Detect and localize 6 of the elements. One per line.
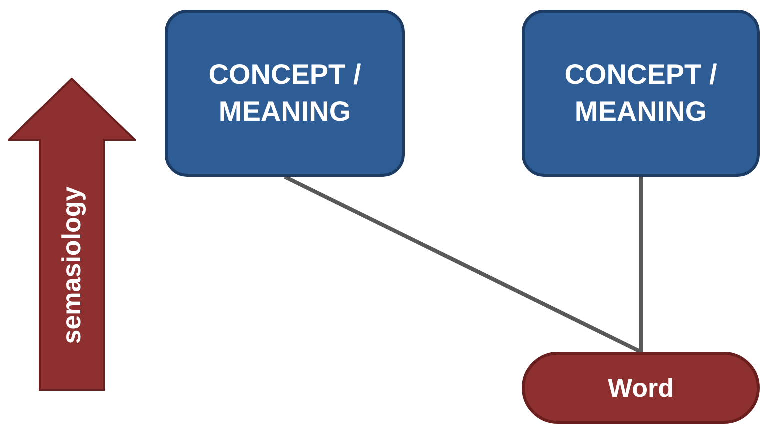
word-pill: Word — [522, 352, 760, 424]
concept-box: CONCEPT / MEANING — [522, 10, 760, 177]
connector-line — [284, 175, 642, 354]
arrow-label: semasiology — [56, 186, 88, 344]
connector-line — [639, 177, 643, 352]
concept-box: CONCEPT / MEANING — [165, 10, 405, 177]
